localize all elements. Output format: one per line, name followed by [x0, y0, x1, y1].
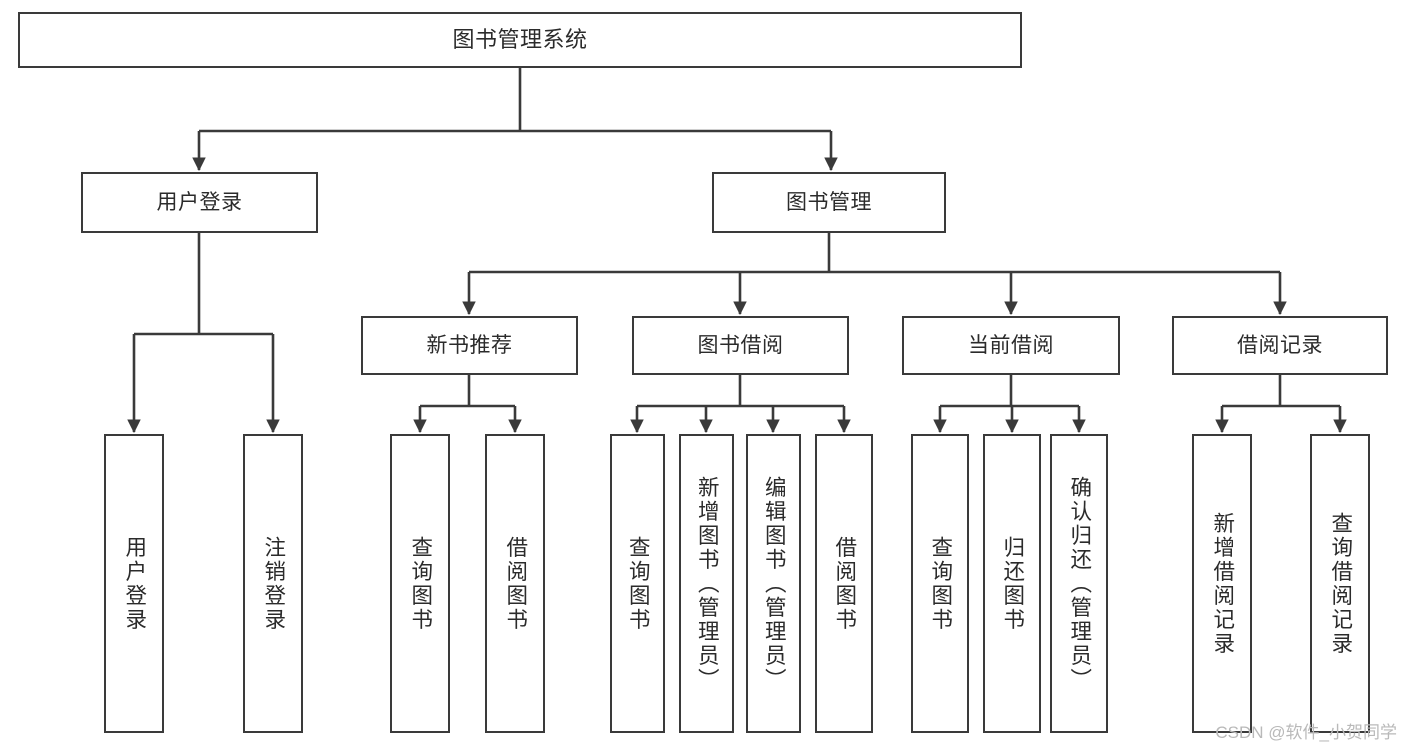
- node-label: 借阅图书: [503, 535, 528, 632]
- leaf-borrow-book-newbook[interactable]: 借阅图书: [485, 434, 545, 733]
- node-label: 查询图书: [626, 535, 651, 632]
- leaf-query-book-current[interactable]: 查询图书: [911, 434, 969, 733]
- node-borrow-record[interactable]: 借阅记录: [1172, 316, 1388, 375]
- leaf-user-login[interactable]: 用户登录: [104, 434, 164, 733]
- leaf-add-borrow-record[interactable]: 新增借阅记录: [1192, 434, 1252, 733]
- node-root-system[interactable]: 图书管理系统: [18, 12, 1022, 68]
- leaf-return-book[interactable]: 归还图书: [983, 434, 1041, 733]
- leaf-borrow-book[interactable]: 借阅图书: [815, 434, 873, 733]
- node-label: 新增图书（管理员）: [695, 475, 720, 692]
- node-label: 查询图书: [928, 535, 953, 632]
- node-label: 图书借阅: [697, 333, 784, 357]
- node-current-borrow[interactable]: 当前借阅: [902, 316, 1120, 375]
- node-label: 确认归还（管理员）: [1067, 475, 1092, 692]
- leaf-query-borrow-record[interactable]: 查询借阅记录: [1310, 434, 1370, 733]
- node-label: 查询图书: [408, 535, 433, 632]
- leaf-query-book-newbook[interactable]: 查询图书: [390, 434, 450, 733]
- node-label: 用户登录: [156, 190, 243, 214]
- node-book-borrow[interactable]: 图书借阅: [632, 316, 849, 375]
- leaf-logout-login[interactable]: 注销登录: [243, 434, 303, 733]
- node-label: 新书推荐: [426, 333, 513, 357]
- node-new-book-recommend[interactable]: 新书推荐: [361, 316, 578, 375]
- leaf-edit-book-admin[interactable]: 编辑图书（管理员）: [746, 434, 801, 733]
- node-label: 图书管理系统: [452, 26, 588, 52]
- node-label: 借阅图书: [832, 535, 857, 632]
- leaf-query-book-borrow[interactable]: 查询图书: [610, 434, 665, 733]
- node-label: 注销登录: [261, 535, 286, 632]
- node-book-management[interactable]: 图书管理: [712, 172, 946, 233]
- node-label: 新增借阅记录: [1210, 511, 1235, 656]
- node-user-login[interactable]: 用户登录: [81, 172, 318, 233]
- node-label: 查询借阅记录: [1328, 511, 1353, 656]
- node-label: 归还图书: [1000, 535, 1025, 632]
- node-label: 当前借阅: [968, 333, 1054, 357]
- csdn-watermark: CSDN @软件_小贺同学: [1215, 723, 1397, 742]
- node-label: 用户登录: [122, 535, 147, 632]
- node-label: 借阅记录: [1237, 333, 1323, 357]
- leaf-confirm-return-admin[interactable]: 确认归还（管理员）: [1050, 434, 1108, 733]
- leaf-add-book-admin[interactable]: 新增图书（管理员）: [679, 434, 734, 733]
- node-label: 图书管理: [786, 190, 872, 214]
- node-label: 编辑图书（管理员）: [762, 475, 787, 692]
